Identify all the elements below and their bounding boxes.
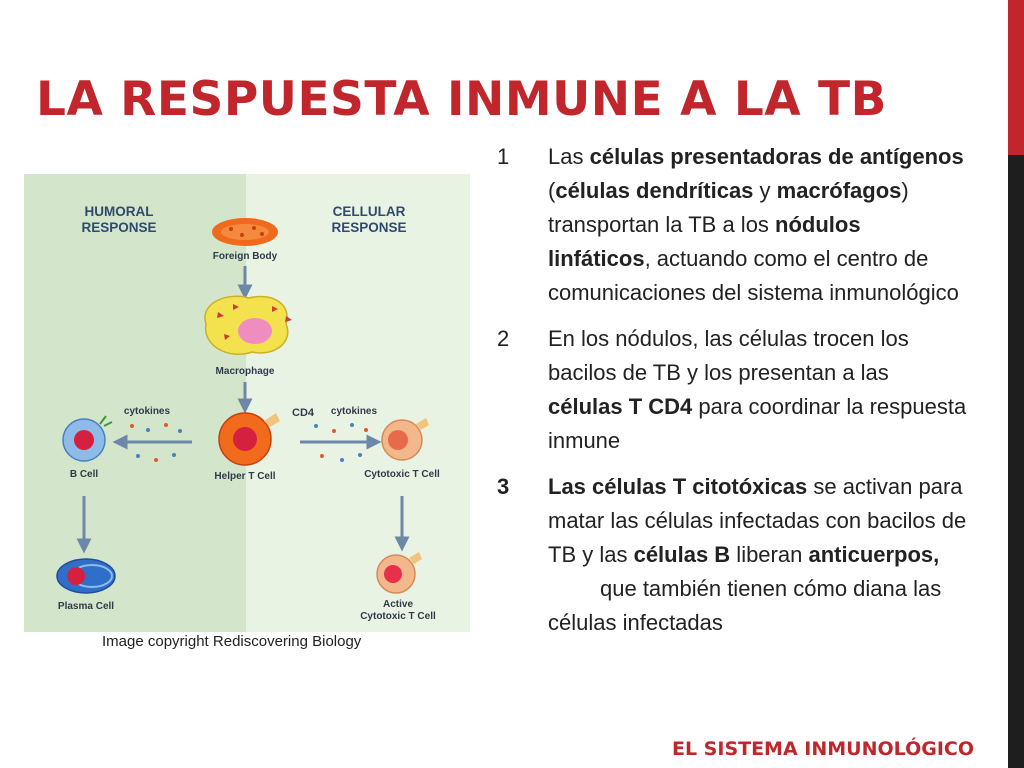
list-text: Las células presentadoras de antígenos (… bbox=[548, 140, 967, 310]
cytokines-right-label: cytokines bbox=[331, 406, 378, 417]
text-run-bold: células dendríticas bbox=[555, 178, 754, 203]
cytokines-left-label: cytokines bbox=[124, 406, 171, 417]
helper-t-label: Helper T Cell bbox=[214, 471, 275, 482]
cellular-label-2: RESPONSE bbox=[331, 220, 406, 235]
text-run: Las bbox=[548, 144, 590, 169]
list-text: En los nódulos, las células trocen los b… bbox=[548, 322, 967, 458]
foreign-body-label: Foreign Body bbox=[213, 251, 278, 262]
active-cytotoxic-t-cell-icon bbox=[376, 552, 422, 594]
active-label-2: Cytotoxic T Cell bbox=[360, 611, 436, 622]
plasma-cell-label: Plasma Cell bbox=[58, 601, 114, 612]
list-number: 2 bbox=[497, 326, 510, 351]
macrophage-icon bbox=[204, 295, 292, 355]
cytokine-dots-left bbox=[130, 423, 182, 462]
foreign-body-icon bbox=[212, 218, 278, 246]
image-caption: Image copyright Rediscovering Biology bbox=[102, 633, 362, 650]
cellular-label-1: CELLULAR bbox=[333, 204, 406, 219]
macrophage-label: Macrophage bbox=[216, 366, 275, 377]
cytotoxic-t-label: Cytotoxic T Cell bbox=[364, 469, 440, 480]
active-label-1: Active bbox=[383, 599, 413, 610]
slide-footer: EL SISTEMA INMUNOLÓGICO bbox=[671, 738, 974, 760]
list-number: 1 bbox=[497, 144, 510, 169]
text-run-bold: células T CD4 bbox=[548, 394, 693, 419]
list-item: 2 En los nódulos, las células trocen los… bbox=[497, 322, 967, 458]
text-run-bold: nódulos linfáticos bbox=[548, 212, 861, 271]
cytokine-dots-right bbox=[314, 423, 368, 462]
points-list: 1 Las células presentadoras de antígenos… bbox=[497, 140, 967, 652]
b-cell-label: B Cell bbox=[70, 469, 99, 480]
humoral-label-2: RESPONSE bbox=[81, 220, 156, 235]
text-run-bold: Las células T citotóxicas bbox=[548, 474, 808, 499]
text-run-continuation: que también tienen cómo diana las célula… bbox=[548, 576, 942, 635]
text-run: ) transportan la TB a los bbox=[548, 178, 909, 237]
edge-accent-red bbox=[1008, 0, 1024, 155]
cytotoxic-t-cell-icon bbox=[381, 418, 429, 461]
text-run: liberan bbox=[730, 542, 809, 567]
list-text: Las células T citotóxicas se activan par… bbox=[548, 470, 967, 640]
cellular-panel bbox=[246, 174, 470, 632]
text-run: En los nódulos, las células trocen los b… bbox=[548, 326, 909, 385]
list-number: 3 bbox=[497, 474, 510, 499]
text-run: ( bbox=[548, 178, 556, 203]
plasma-cell-icon bbox=[56, 558, 116, 594]
text-run-bold: células B bbox=[633, 542, 731, 567]
text-run: se activan para matar las células infect… bbox=[548, 474, 967, 567]
text-run-bold: anticuerpos, bbox=[808, 542, 940, 567]
cd4-label: CD4 bbox=[292, 407, 315, 419]
slide-title: LA RESPUESTA INMUNE A LA TB bbox=[36, 72, 887, 127]
immune-response-diagram: HUMORAL RESPONSE CELLULAR RESPONSE Forei… bbox=[24, 174, 470, 632]
text-run-bold: células presentadoras de antígenos bbox=[589, 144, 964, 169]
humoral-panel bbox=[24, 174, 246, 632]
text-run: para coordinar la respuesta inmune bbox=[548, 394, 967, 453]
list-item: 3 Las células T citotóxicas se activan p… bbox=[497, 470, 967, 640]
text-run: y bbox=[753, 178, 777, 203]
b-cell-icon bbox=[62, 415, 113, 462]
list-item: 1 Las células presentadoras de antígenos… bbox=[497, 140, 967, 310]
edge-accent-dark bbox=[1008, 155, 1024, 768]
text-run-bold: macrófagos bbox=[776, 178, 902, 203]
humoral-label-1: HUMORAL bbox=[85, 204, 154, 219]
helper-t-cell-icon bbox=[218, 412, 280, 466]
text-run: , actuando como el centro de comunicacio… bbox=[548, 246, 959, 305]
